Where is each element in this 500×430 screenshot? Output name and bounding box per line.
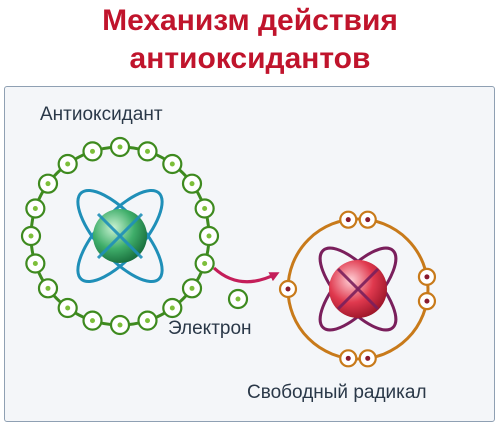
antioxidant-electron [82, 310, 103, 331]
free-radical-electron [358, 210, 377, 229]
antioxidant-electron [57, 153, 78, 175]
free-radical-electron [417, 267, 437, 286]
antioxidant-electron [137, 310, 158, 331]
free-radical-electron [339, 210, 358, 229]
free-radical-electron [339, 349, 358, 368]
antioxidant-electrons [20, 136, 220, 336]
antioxidant-electron [109, 314, 131, 336]
transferred-electron [227, 288, 249, 310]
antioxidant-electron [37, 278, 59, 299]
antioxidant-electron [109, 136, 131, 158]
free-radical-nucleus-orbits-front [336, 267, 380, 311]
antioxidant-electron [20, 225, 42, 247]
free-radical-label: Свободный радикал [247, 382, 427, 403]
antioxidant-electron [194, 198, 215, 219]
free-radical-atom [278, 210, 437, 368]
free-radical-electron [358, 349, 377, 368]
antioxidant-electron [162, 297, 183, 319]
free-radical-electrons [278, 210, 437, 368]
antioxidant-label: Антиоксидант [40, 104, 163, 125]
antioxidant-electron [198, 225, 220, 247]
title-line-2: антиоксидантов [129, 42, 371, 75]
antioxidant-electron [25, 198, 46, 219]
antioxidant-electron [137, 141, 158, 162]
electron-label: Электрон [168, 318, 252, 339]
free-radical-electron [417, 292, 437, 311]
transfer-arrow [212, 266, 280, 284]
antioxidant-electron [25, 253, 46, 274]
page-title: Механизм действия антиоксидантов [0, 2, 500, 78]
antioxidant-electron [162, 153, 183, 175]
antioxidant-electron [82, 141, 103, 162]
antioxidant-atom [20, 136, 220, 336]
antioxidant-nucleus-orbits-front [96, 212, 144, 260]
antioxidant-electron [181, 173, 203, 194]
antioxidant-electron [181, 278, 203, 299]
antioxidant-electron [37, 173, 59, 194]
title-line-1: Механизм действия [102, 4, 398, 37]
free-radical-electron [278, 279, 298, 299]
antioxidant-electron [57, 297, 78, 319]
diagram-panel [4, 86, 495, 422]
antioxidant-electron [194, 253, 215, 274]
